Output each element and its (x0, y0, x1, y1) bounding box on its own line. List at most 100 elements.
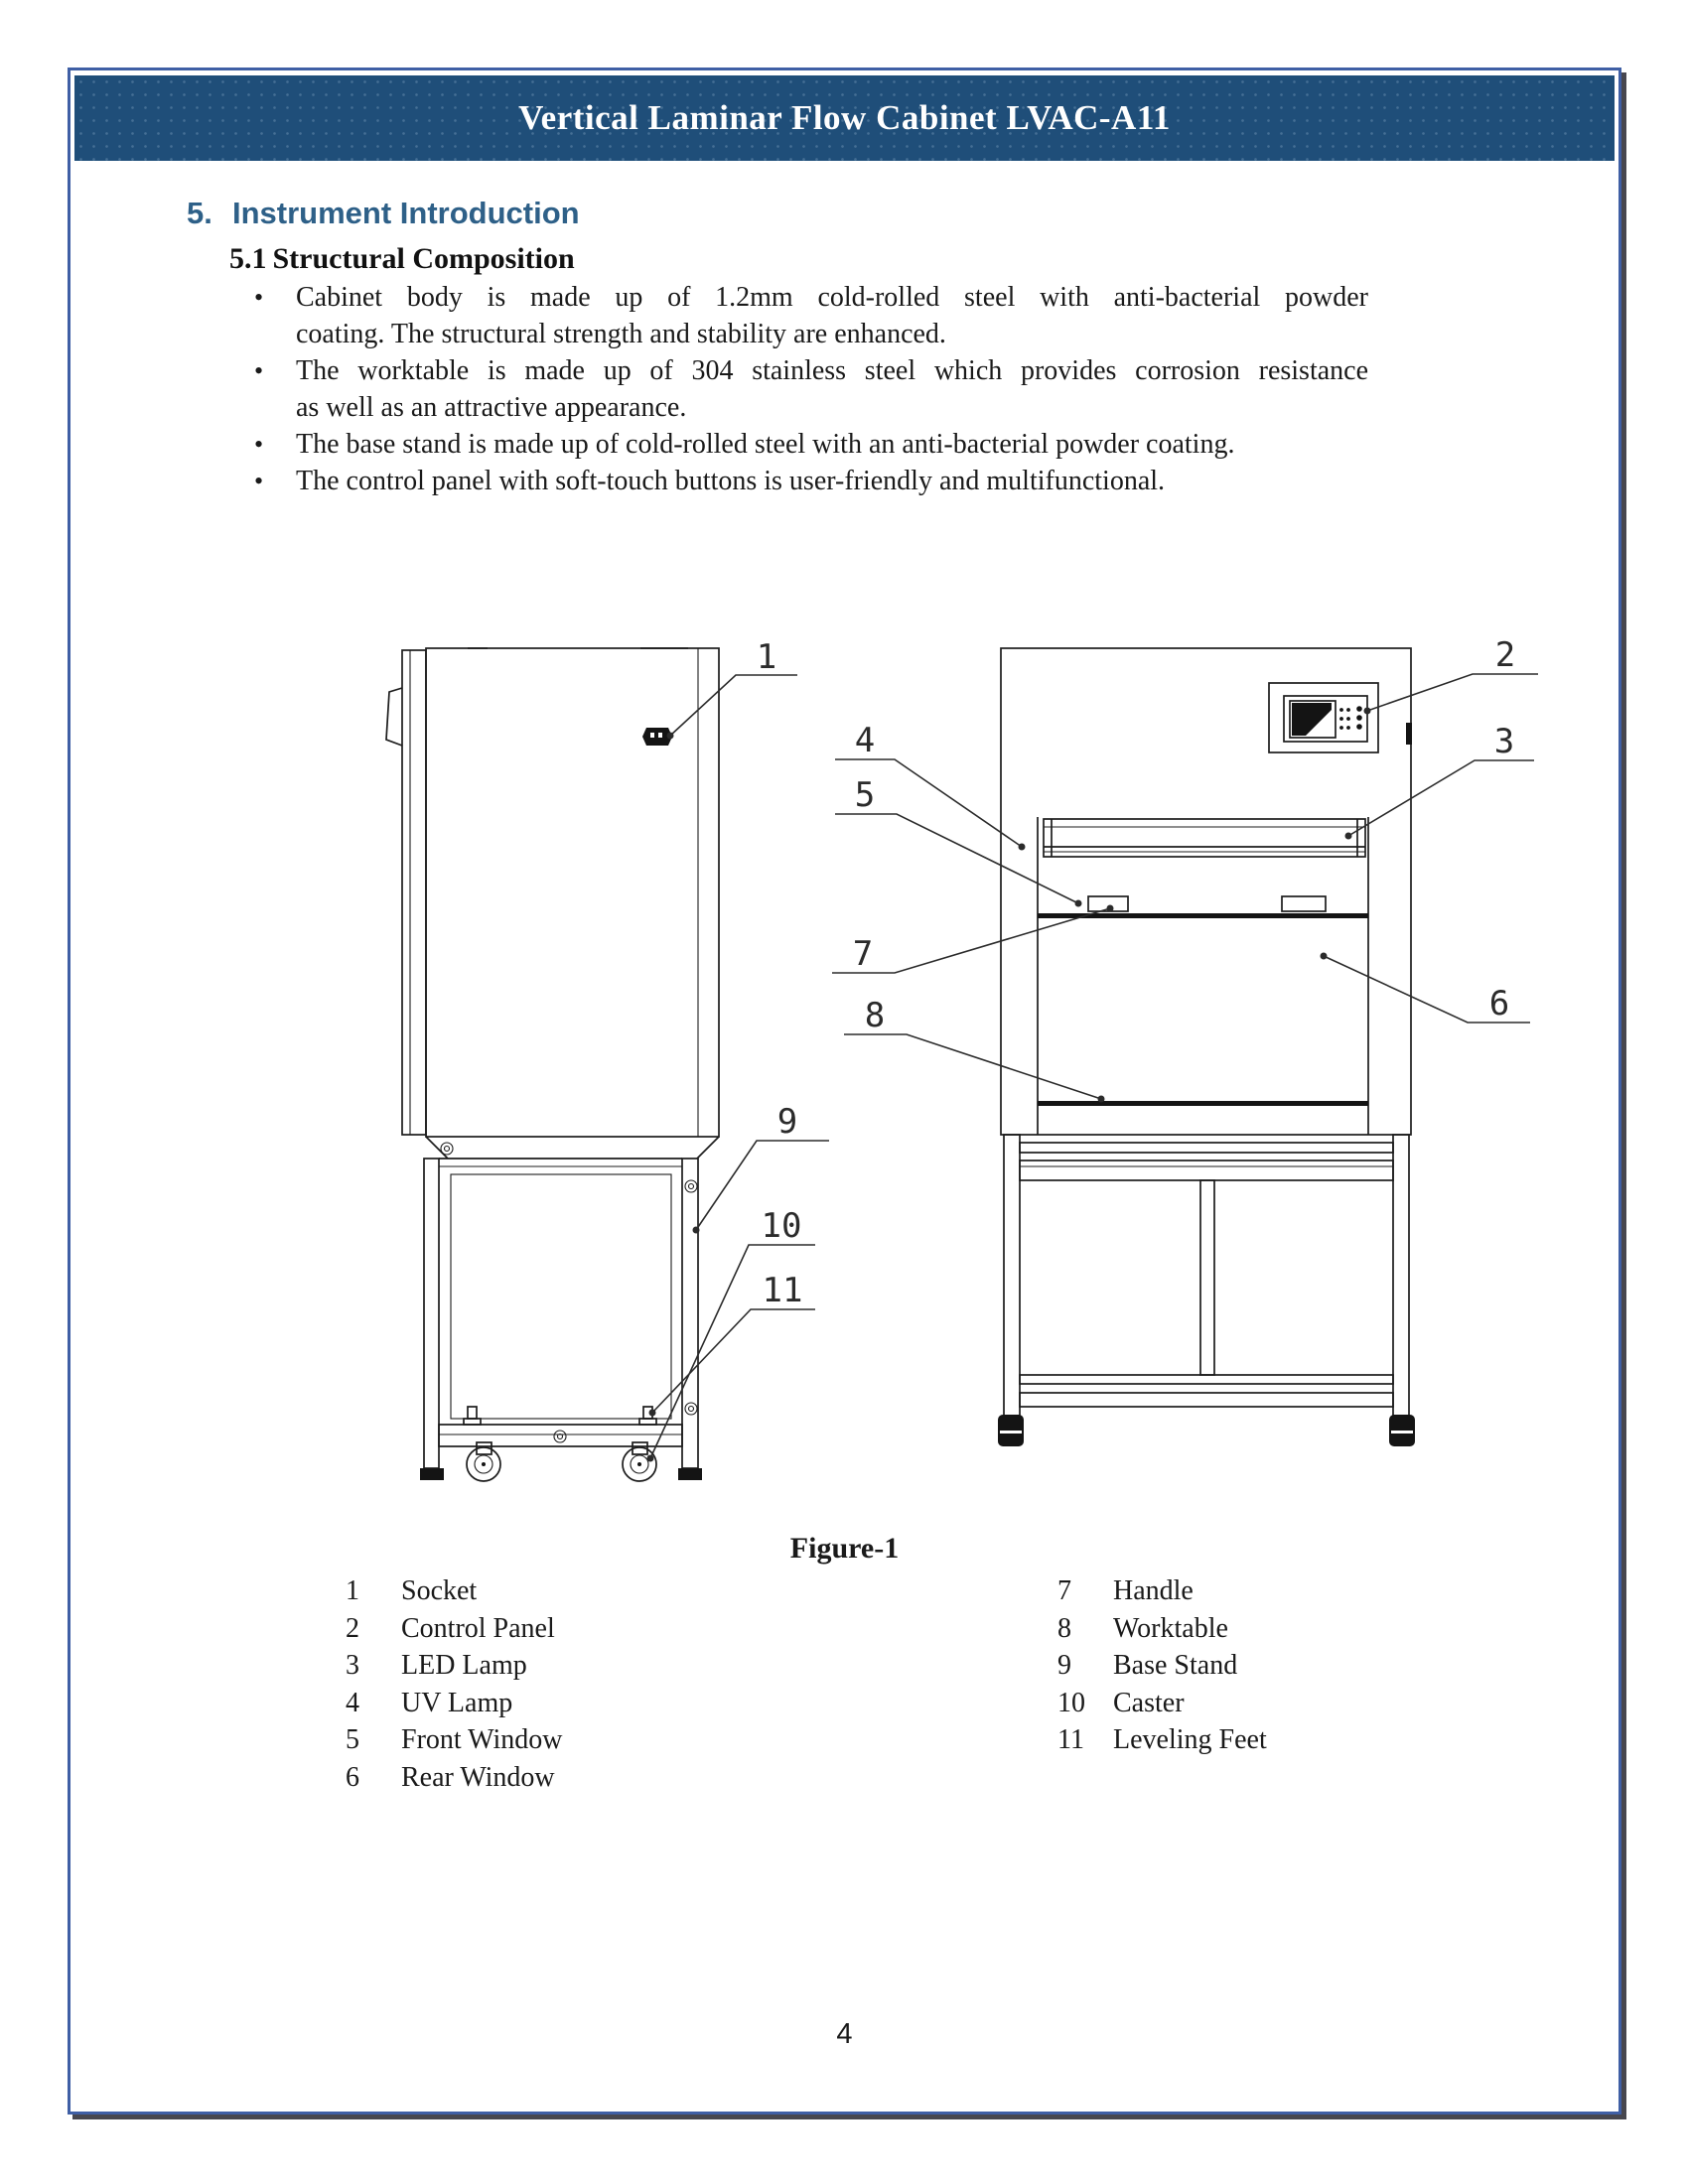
legend-number: 1 (346, 1575, 359, 1606)
callout-2: 2 (1363, 635, 1538, 715)
figure-drawing: 1 2 3 4 5 6 7 (385, 635, 1538, 1482)
leveling-foot (463, 1418, 482, 1426)
legend-label: Socket (401, 1575, 478, 1606)
callout-4: 4 (835, 721, 1026, 851)
callout-number: 11 (763, 1271, 803, 1310)
legend-item: 7 Handle (1057, 1572, 1267, 1610)
base-stand-panel (450, 1173, 672, 1420)
section-number: 5. (187, 196, 212, 230)
subsection-heading: 5.1 Structural Composition (229, 242, 575, 276)
callout-11: 11 (648, 1271, 815, 1417)
base-stand-leg (423, 1158, 440, 1469)
header-bar: Vertical Laminar Flow Cabinet LVAC-A11 (74, 75, 1615, 161)
legend-number: 4 (346, 1687, 359, 1718)
legend-label: Control Panel (401, 1612, 555, 1644)
legend-label: Rear Window (401, 1761, 555, 1793)
bullet-line: as well as an attractive appearance. (296, 392, 687, 423)
callout-number: 3 (1494, 722, 1514, 761)
list-item: • The base stand is made up of cold-roll… (254, 426, 1376, 463)
callout-6: 6 (1320, 952, 1530, 1024)
callout-9: 9 (692, 1102, 829, 1234)
lamp-bar (1043, 818, 1366, 858)
callout-number: 2 (1495, 635, 1515, 675)
callout-1: 1 (666, 637, 797, 740)
side-handle (385, 687, 403, 747)
figure: 1 2 3 4 5 6 7 (281, 599, 1552, 1502)
legend-label: UV Lamp (401, 1687, 513, 1718)
front-view-drawing (998, 647, 1415, 1446)
bullet-icon: • (254, 430, 264, 459)
handle (1281, 895, 1327, 912)
socket-icon (642, 728, 672, 746)
section-title: Instrument Introduction (232, 196, 580, 230)
base-stand-leg (1003, 1134, 1021, 1445)
callout-number: 5 (855, 775, 875, 815)
callout-number: 6 (1489, 984, 1509, 1024)
side-view-drawing (385, 647, 720, 1482)
bullet-line: The control panel with soft-touch button… (296, 466, 1166, 496)
callout-7: 7 (832, 904, 1114, 974)
legend-label: Front Window (401, 1724, 563, 1755)
screw-icon (440, 1142, 698, 1443)
legend-label: Caster (1113, 1687, 1185, 1718)
legend-number: 6 (346, 1761, 359, 1793)
legend-number: 11 (1057, 1724, 1084, 1755)
window-sash-edge (1038, 913, 1368, 918)
legend-number: 5 (346, 1724, 359, 1755)
legend-number: 8 (1057, 1612, 1071, 1644)
page-title: Vertical Laminar Flow Cabinet LVAC-A11 (518, 98, 1171, 137)
caster-icon (622, 1446, 657, 1482)
side-cabinet-body (425, 647, 720, 1138)
legend-number: 3 (346, 1650, 359, 1681)
legend-item: 10 Caster (1057, 1685, 1267, 1722)
legend-item: 11 Leveling Feet (1057, 1721, 1267, 1759)
legend-label: Leveling Feet (1113, 1724, 1267, 1755)
legend-item: 4 UV Lamp (346, 1685, 562, 1722)
legend-label: Handle (1113, 1575, 1194, 1606)
callout-8: 8 (844, 996, 1105, 1103)
callout-3: 3 (1344, 722, 1534, 840)
handle (1087, 895, 1129, 912)
legend-item: 3 LED Lamp (346, 1647, 562, 1685)
control-panel-icon (1268, 682, 1379, 753)
callout-number: 7 (853, 934, 873, 974)
document-page: Vertical Laminar Flow Cabinet LVAC-A11 5… (68, 68, 1621, 2115)
base-stand-leg (1392, 1134, 1410, 1445)
list-item: • Cabinet body is made up of 1.2mm cold-… (254, 279, 1376, 352)
subsection-number: 5.1 (229, 242, 267, 275)
bullet-line: The base stand is made up of cold-rolled… (296, 429, 1235, 460)
base-stand-crossbar (438, 1424, 683, 1447)
page-number: 4 (836, 2018, 853, 2050)
base-stand-leg (681, 1158, 699, 1469)
front-base-stand (998, 1134, 1415, 1446)
bullet-line: coating. The structural strength and sta… (296, 319, 946, 349)
bullet-icon: • (254, 356, 264, 385)
leveling-foot (638, 1418, 657, 1426)
list-item: • The worktable is made up of 304 stainl… (254, 352, 1376, 426)
callout-number: 8 (865, 996, 885, 1035)
legend-item: 2 Control Panel (346, 1610, 562, 1648)
callout-number: 1 (757, 637, 776, 677)
callout-5: 5 (835, 775, 1082, 907)
bullet-line: Cabinet body is made up of 1.2mm cold-ro… (296, 282, 1368, 313)
legend-number: 2 (346, 1612, 359, 1644)
section-heading: 5. Instrument Introduction (187, 196, 580, 231)
base-stand-divider (1199, 1179, 1215, 1376)
legend-item: 5 Front Window (346, 1721, 562, 1759)
callout-number: 4 (855, 721, 875, 760)
legend-item: 6 Rear Window (346, 1759, 562, 1797)
legend-label: Worktable (1113, 1612, 1228, 1644)
legend-number: 7 (1057, 1575, 1071, 1606)
legend-label: Base Stand (1113, 1650, 1238, 1681)
side-front-window (401, 649, 427, 1136)
legend-item: 8 Worktable (1057, 1610, 1267, 1648)
front-cabinet-body (1000, 647, 1412, 1136)
subsection-title: Structural Composition (272, 242, 575, 275)
foot-pad (420, 1468, 444, 1480)
foot-pad (678, 1468, 702, 1480)
legend-label: LED Lamp (401, 1650, 527, 1681)
legend-number: 10 (1057, 1687, 1085, 1718)
bullet-line: The worktable is made up of 304 stainles… (296, 355, 1368, 386)
figure-caption: Figure-1 (789, 1532, 900, 1565)
legend-item: 1 Socket (346, 1572, 562, 1610)
